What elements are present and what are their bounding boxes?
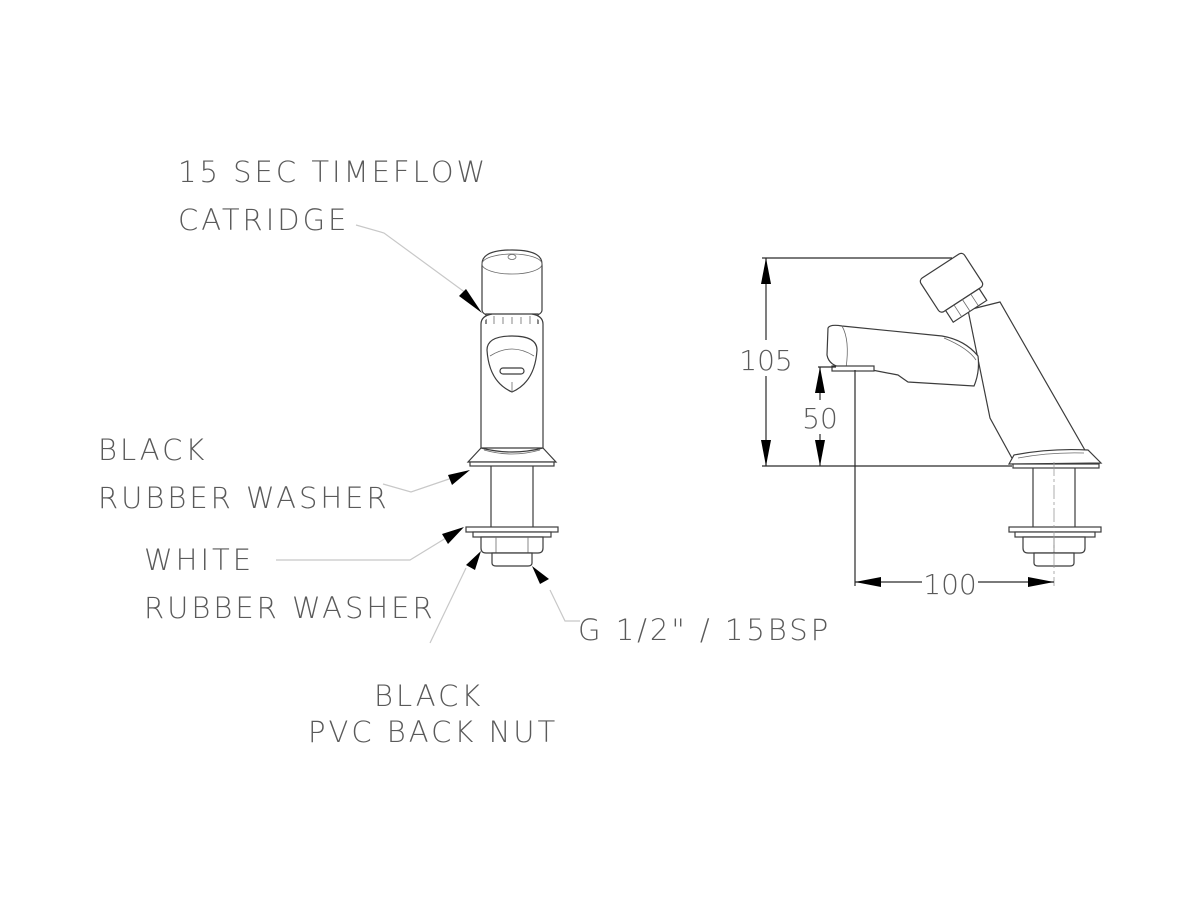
label-white-washer-line1: WHITE bbox=[144, 543, 254, 577]
arrow-105-bottom bbox=[761, 440, 771, 466]
arrow-white-washer bbox=[442, 527, 464, 544]
label-back-nut-line2: PVC BACK NUT bbox=[308, 715, 558, 749]
label-black-washer-line1: BLACK bbox=[98, 433, 207, 467]
timeflow-cartridge-cap bbox=[481, 249, 543, 319]
pvc-back-nut bbox=[480, 536, 544, 567]
arrow-50-bottom bbox=[815, 440, 825, 466]
white-rubber-washer bbox=[465, 526, 559, 538]
front-labels: 15 SEC TIMEFLOW CATRIDGE BLACK RUBBER WA… bbox=[98, 155, 831, 749]
arrow-100-left bbox=[855, 577, 881, 587]
arrow-50-top bbox=[815, 367, 825, 393]
dim-spout-reach: 100 bbox=[923, 568, 976, 601]
front-leaders bbox=[276, 224, 580, 644]
side-push-cap bbox=[919, 252, 988, 323]
label-cartridge-line1: 15 SEC TIMEFLOW bbox=[178, 155, 488, 189]
side-spout bbox=[826, 324, 980, 387]
front-view bbox=[465, 249, 559, 567]
side-base-flange bbox=[1007, 448, 1103, 469]
side-view bbox=[826, 252, 1103, 586]
side-body bbox=[967, 301, 1087, 461]
tap-body bbox=[466, 313, 558, 467]
arrow-back-nut bbox=[466, 551, 481, 570]
label-back-nut-line1: BLACK bbox=[374, 679, 483, 713]
dim-overall-height: 105 bbox=[739, 344, 792, 377]
arrow-thread bbox=[532, 566, 549, 584]
label-cartridge-line2: CATRIDGE bbox=[178, 203, 349, 237]
arrow-cartridge bbox=[459, 289, 482, 313]
threaded-shank bbox=[490, 466, 534, 527]
arrow-105-top bbox=[761, 258, 771, 284]
arrow-black-washer bbox=[448, 470, 470, 485]
dim-spout-height: 50 bbox=[802, 402, 838, 435]
label-black-washer-line2: RUBBER WASHER bbox=[98, 481, 390, 515]
label-thread: G 1/2" / 15BSP bbox=[578, 613, 831, 647]
label-white-washer-line2: RUBBER WASHER bbox=[144, 591, 436, 625]
side-dimensions: 105 50 100 bbox=[738, 257, 1054, 601]
arrow-100-right bbox=[1028, 577, 1054, 587]
